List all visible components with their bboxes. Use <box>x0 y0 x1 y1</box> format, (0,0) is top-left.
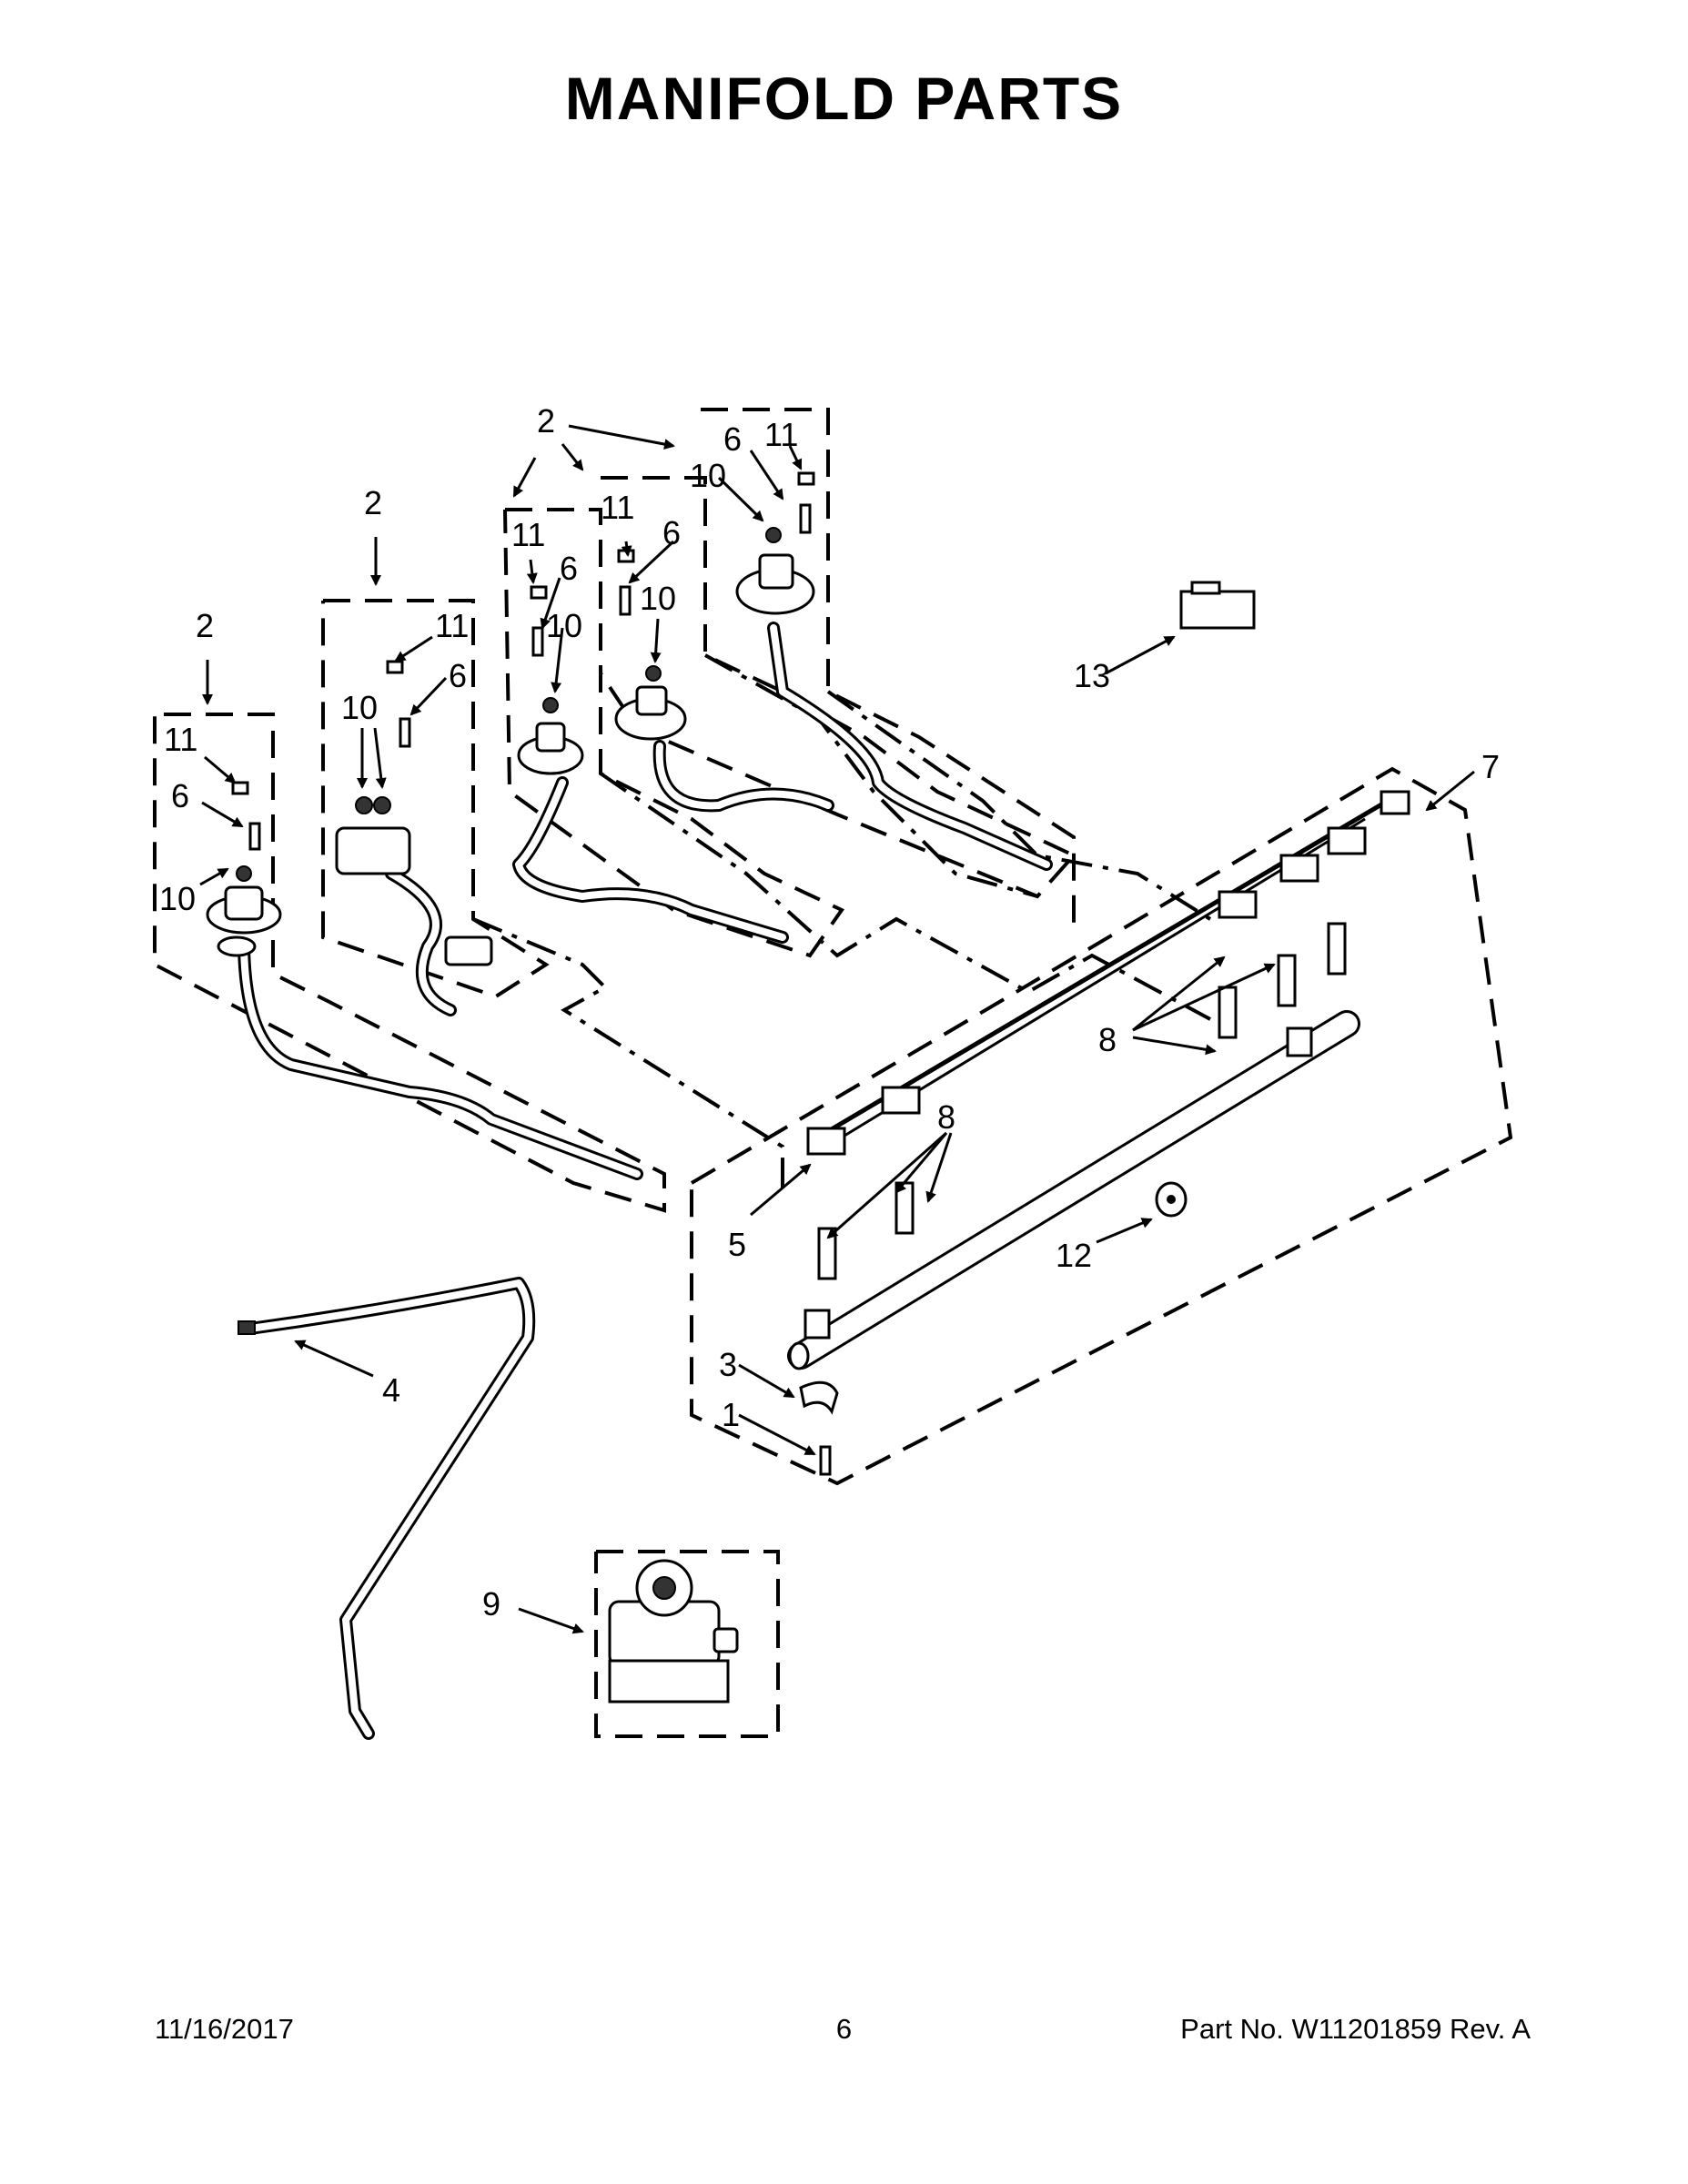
callout-13: 13 <box>1074 657 1110 694</box>
callout-10-left-center: 10 <box>341 689 378 726</box>
callout-11-center: 11 <box>511 516 545 553</box>
footer-date: 11/16/2017 <box>155 2013 294 2045</box>
callout-7: 7 <box>1481 748 1500 785</box>
callout-10-far-right: 10 <box>690 457 726 494</box>
burner-valves <box>206 527 815 966</box>
burner-group-boundaries <box>153 408 1513 1738</box>
burner-tubes <box>238 622 1053 1180</box>
pressure-regulator <box>608 1559 739 1704</box>
footer-page-number: 6 <box>835 2013 853 2045</box>
callout-6-center: 6 <box>560 550 578 587</box>
electrodes-and-clips <box>231 471 815 851</box>
valve-connector-13 <box>1179 581 1256 630</box>
callout-2-top: 2 <box>537 402 555 440</box>
callout-11-left-center: 11 <box>435 607 469 644</box>
callout-1: 1 <box>722 1396 740 1433</box>
callout-10-center: 10 <box>546 607 582 644</box>
manifold-brackets <box>799 1026 1313 1476</box>
manifold-pipe <box>787 1010 1360 1370</box>
callout-2-left-center: 2 <box>364 484 382 521</box>
callout-8-left: 8 <box>937 1098 955 1136</box>
callout-10-center-right: 10 <box>640 580 676 617</box>
callout-6-far-right: 6 <box>723 420 742 458</box>
callout-2-far-left: 2 <box>196 607 214 644</box>
callout-11-center-right: 11 <box>601 489 634 526</box>
callout-6-far-left: 6 <box>171 777 189 814</box>
callout-12: 12 <box>1056 1237 1092 1274</box>
callout-3: 3 <box>719 1346 737 1383</box>
callout-5: 5 <box>728 1226 746 1263</box>
callout-leaders <box>199 424 1475 1634</box>
callout-6-left-center: 6 <box>449 657 467 694</box>
callout-11-far-right: 11 <box>764 416 798 453</box>
callout-11-far-left: 11 <box>164 721 197 758</box>
callout-10-far-left: 10 <box>159 880 196 917</box>
callout-8-right: 8 <box>1098 1021 1117 1058</box>
regulator-tube <box>238 1277 536 1740</box>
igniter-wire-harness <box>806 790 1410 1156</box>
callout-labels: 2 2 2 11 6 10 10 11 6 11 6 10 11 6 10 10… <box>159 402 1500 1623</box>
footer-part-number: Part No. W11201859 Rev. A <box>1180 2013 1531 2045</box>
callout-6-center-right: 6 <box>662 514 681 551</box>
callout-4: 4 <box>382 1371 400 1409</box>
callout-9: 9 <box>482 1585 500 1623</box>
page-title: MANIFOLD PARTS <box>564 65 1124 132</box>
